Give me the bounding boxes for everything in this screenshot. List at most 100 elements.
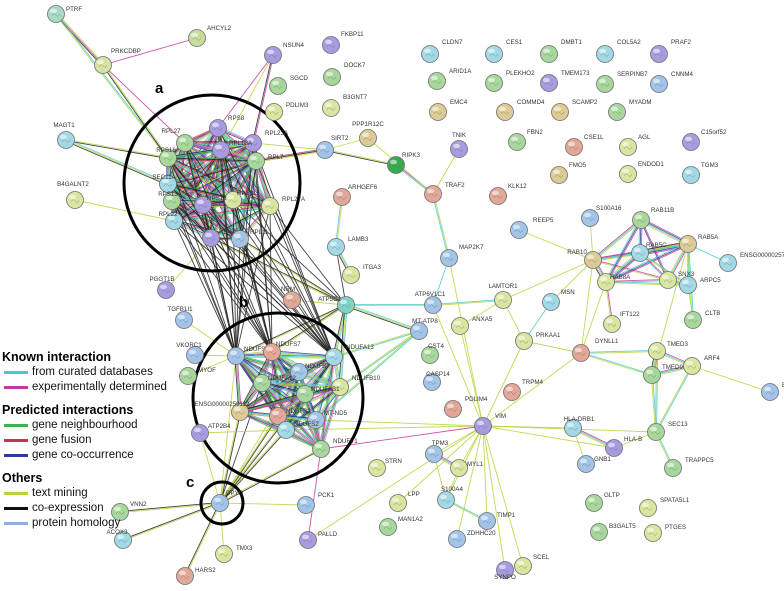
node-circle[interactable]	[316, 141, 334, 159]
protein-node[interactable]: VNN2	[111, 501, 148, 521]
node-circle[interactable]	[424, 185, 442, 203]
protein-node[interactable]: PDLIM3	[265, 102, 309, 121]
protein-node[interactable]: FBN2	[508, 129, 544, 151]
protein-node[interactable]: IFT122	[603, 311, 641, 333]
protein-node[interactable]: ENDOD1	[619, 161, 665, 183]
node-circle[interactable]	[619, 165, 637, 183]
protein-node[interactable]: TMEM173	[540, 70, 591, 92]
node-circle[interactable]	[342, 266, 360, 284]
node-circle[interactable]	[312, 440, 330, 458]
node-circle[interactable]	[299, 531, 317, 549]
protein-node[interactable]: SEC11A	[152, 174, 177, 193]
protein-node[interactable]: CES1	[485, 39, 523, 63]
protein-node[interactable]: LAMTOR1	[488, 283, 518, 309]
node-circle[interactable]	[508, 133, 526, 151]
protein-node[interactable]: RPS25	[202, 228, 240, 247]
node-circle[interactable]	[650, 75, 668, 93]
node-circle[interactable]	[478, 512, 496, 530]
protein-node[interactable]: RPS13	[158, 191, 181, 210]
protein-node[interactable]: PDLIM4	[444, 396, 488, 418]
protein-node[interactable]: NRM	[281, 286, 301, 309]
protein-node[interactable]: S100A16	[581, 205, 623, 227]
node-circle[interactable]	[659, 271, 677, 289]
protein-node[interactable]: MT-ND5	[307, 410, 348, 429]
protein-node[interactable]: GLTP	[585, 492, 620, 512]
protein-node[interactable]: C15orf52	[682, 129, 728, 151]
node-circle[interactable]	[603, 315, 621, 333]
node-circle[interactable]	[209, 119, 227, 137]
protein-node[interactable]: CST4	[421, 343, 445, 364]
node-circle[interactable]	[191, 424, 209, 442]
protein-node[interactable]: CLTB	[684, 310, 721, 329]
node-circle[interactable]	[619, 138, 637, 156]
protein-node[interactable]: NDUFS7	[263, 341, 302, 361]
node-circle[interactable]	[231, 230, 249, 248]
node-circle[interactable]	[485, 45, 503, 63]
protein-node[interactable]: HLA-DRB1	[564, 416, 595, 437]
node-circle[interactable]	[176, 134, 194, 152]
protein-node[interactable]: TMED3	[648, 341, 689, 360]
node-circle[interactable]	[542, 293, 560, 311]
node-circle[interactable]	[450, 459, 468, 477]
node-circle[interactable]	[761, 383, 779, 401]
protein-node[interactable]: NDUFA12	[253, 374, 297, 392]
node-circle[interactable]	[448, 530, 466, 548]
node-circle[interactable]	[322, 99, 340, 117]
protein-node[interactable]: SEC13	[647, 421, 689, 441]
node-circle[interactable]	[551, 103, 569, 121]
node-circle[interactable]	[682, 133, 700, 151]
node-circle[interactable]	[47, 5, 65, 23]
protein-node[interactable]: MYADM	[608, 99, 652, 121]
node-circle[interactable]	[269, 77, 287, 95]
node-circle[interactable]	[428, 72, 446, 90]
protein-node[interactable]: NDUFAB1	[296, 385, 341, 403]
protein-node[interactable]: MT-ATP8	[410, 318, 439, 340]
node-circle[interactable]	[264, 46, 282, 64]
protein-node[interactable]: TRAF2	[424, 182, 466, 203]
protein-node[interactable]: VIM	[474, 413, 507, 435]
node-circle[interactable]	[605, 439, 623, 457]
protein-node[interactable]: ENSG00000257	[719, 252, 784, 272]
protein-node[interactable]: EMC4	[429, 99, 468, 121]
protein-node[interactable]: MYOF	[179, 367, 217, 385]
node-circle[interactable]	[175, 311, 193, 329]
protein-node[interactable]: PLEKHO2	[485, 70, 536, 92]
node-circle[interactable]	[389, 494, 407, 512]
node-circle[interactable]	[176, 567, 194, 585]
node-circle[interactable]	[643, 366, 661, 384]
node-circle[interactable]	[212, 141, 230, 159]
node-circle[interactable]	[450, 140, 468, 158]
protein-node[interactable]: ARID1A	[428, 68, 473, 90]
protein-node[interactable]: PTGES	[644, 524, 686, 542]
protein-node[interactable]: AHCYL2	[188, 25, 232, 47]
protein-node[interactable]: PCK1	[297, 492, 335, 514]
protein-node[interactable]: MSN	[542, 289, 575, 311]
node-circle[interactable]	[57, 131, 75, 149]
node-circle[interactable]	[632, 211, 650, 229]
protein-node[interactable]: RPL27A	[261, 196, 306, 215]
node-circle[interactable]	[596, 45, 614, 63]
node-circle[interactable]	[585, 494, 603, 512]
node-circle[interactable]	[387, 156, 405, 174]
node-circle[interactable]	[359, 129, 377, 147]
protein-node[interactable]: MAGT1	[53, 122, 75, 149]
protein-node[interactable]: NDUFB7	[290, 363, 331, 381]
node-circle[interactable]	[451, 317, 469, 335]
protein-node[interactable]: TRAPPC5	[664, 457, 715, 477]
node-circle[interactable]	[596, 75, 614, 93]
protein-node[interactable]: HARS2	[176, 567, 217, 585]
protein-node[interactable]: RAB5C	[631, 242, 668, 262]
protein-node[interactable]: NDUFS2	[277, 421, 320, 439]
node-circle[interactable]	[510, 221, 528, 239]
protein-node[interactable]: B3GNT7	[322, 94, 368, 117]
protein-node[interactable]: RPL7	[247, 152, 285, 170]
protein-node[interactable]: TPM3	[425, 440, 449, 463]
node-circle[interactable]	[474, 417, 492, 435]
node-circle[interactable]	[211, 494, 229, 512]
protein-node[interactable]: COL5A2	[596, 39, 642, 63]
node-circle[interactable]	[608, 103, 626, 121]
protein-node[interactable]: RPS11	[224, 190, 257, 209]
node-circle[interactable]	[424, 296, 442, 314]
protein-node[interactable]: KLK12	[489, 183, 528, 205]
node-circle[interactable]	[584, 251, 602, 269]
